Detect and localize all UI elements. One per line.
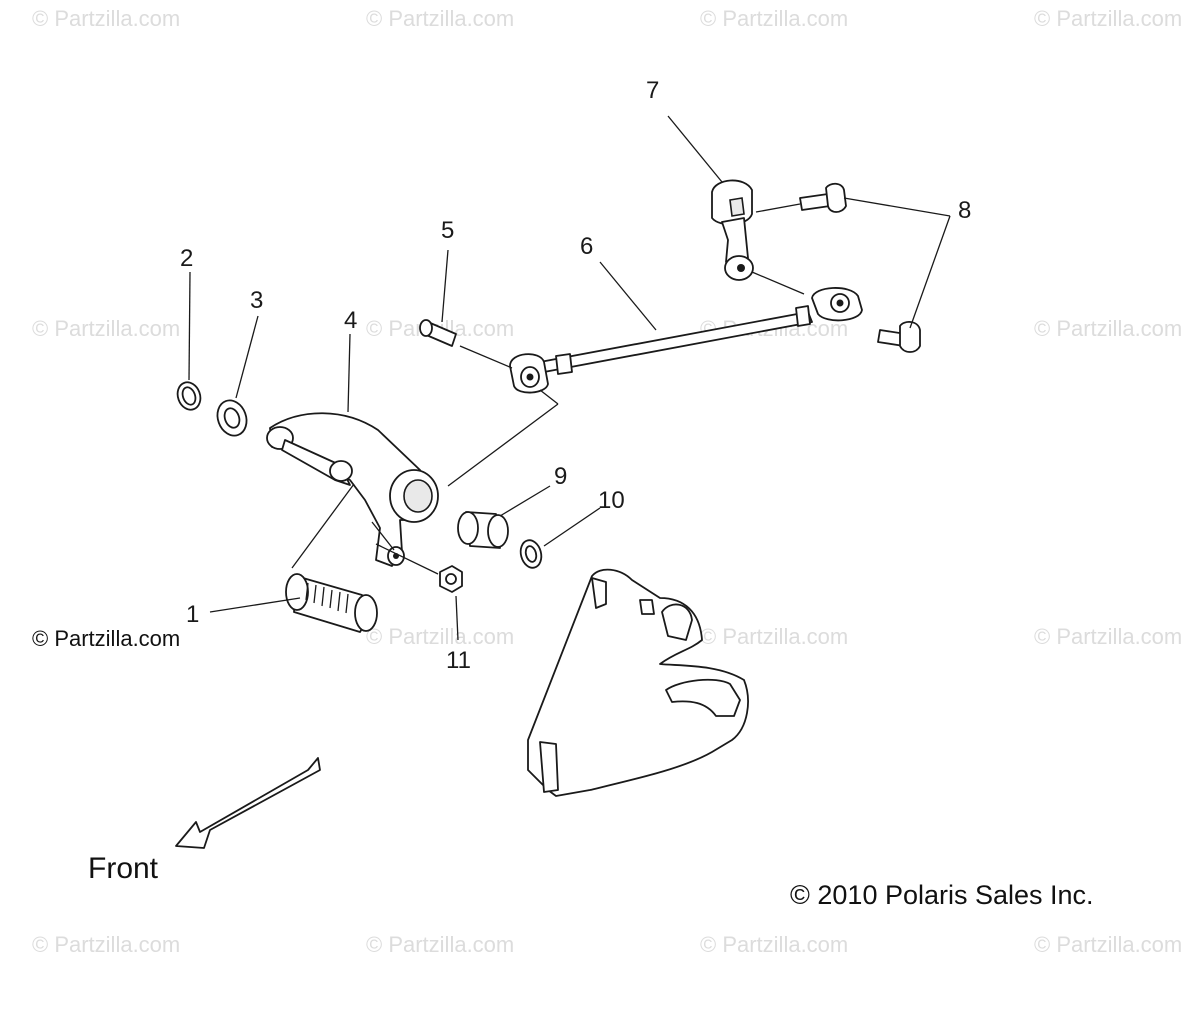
watermark: © Partzilla.com	[1034, 932, 1182, 957]
watermark: © Partzilla.com	[366, 6, 514, 31]
part-3-washer	[216, 399, 248, 437]
watermark: © Partzilla.com	[1034, 624, 1182, 649]
watermark: © Partzilla.com	[366, 624, 514, 649]
watermark: © Partzilla.com	[32, 6, 180, 31]
part-2-snap-ring	[176, 381, 202, 411]
watermark: © Partzilla.com	[700, 624, 848, 649]
part-4-shift-lever	[266, 412, 439, 567]
callout-9: 9	[554, 463, 567, 490]
watermark: © Partzilla.com	[366, 932, 514, 957]
leader-lines	[188, 115, 951, 641]
watermark: © Partzilla.com	[1034, 316, 1182, 341]
callout-5: 5	[441, 217, 454, 244]
callout-4: 4	[344, 307, 357, 334]
watermark: © Partzilla.com	[32, 932, 180, 957]
callout-8: 8	[958, 197, 971, 224]
part-10-washer	[519, 539, 543, 569]
watermark-grid: © Partzilla.com © Partzilla.com © Partzi…	[32, 6, 1182, 957]
callout-7: 7	[646, 77, 659, 104]
polaris-copyright: © 2010 Polaris Sales Inc.	[790, 880, 1094, 910]
mounting-bracket	[527, 568, 749, 797]
callout-labels: 1 2 3 4 5 6 7 8 9 10 11	[180, 77, 971, 674]
partzilla-copyright: © Partzilla.com	[32, 626, 180, 651]
callout-6: 6	[580, 233, 593, 260]
part-9-bushing	[457, 511, 509, 549]
part-1-foot-peg	[285, 573, 378, 633]
watermark: © Partzilla.com	[32, 316, 180, 341]
callout-11: 11	[446, 647, 471, 674]
part-11-nut	[439, 565, 463, 593]
callout-3: 3	[250, 287, 263, 314]
part-5-pin	[419, 319, 457, 347]
watermark: © Partzilla.com	[700, 932, 848, 957]
callout-2: 2	[180, 245, 193, 272]
part-8-bolts	[799, 182, 921, 353]
callout-10: 10	[598, 487, 625, 514]
front-arrow-icon	[175, 757, 321, 849]
watermark: © Partzilla.com	[700, 6, 848, 31]
part-6-tie-rod	[509, 287, 863, 394]
part-7-arm	[711, 179, 754, 281]
watermark: © Partzilla.com	[1034, 6, 1182, 31]
callout-1: 1	[186, 601, 199, 628]
front-label: Front	[88, 852, 159, 885]
